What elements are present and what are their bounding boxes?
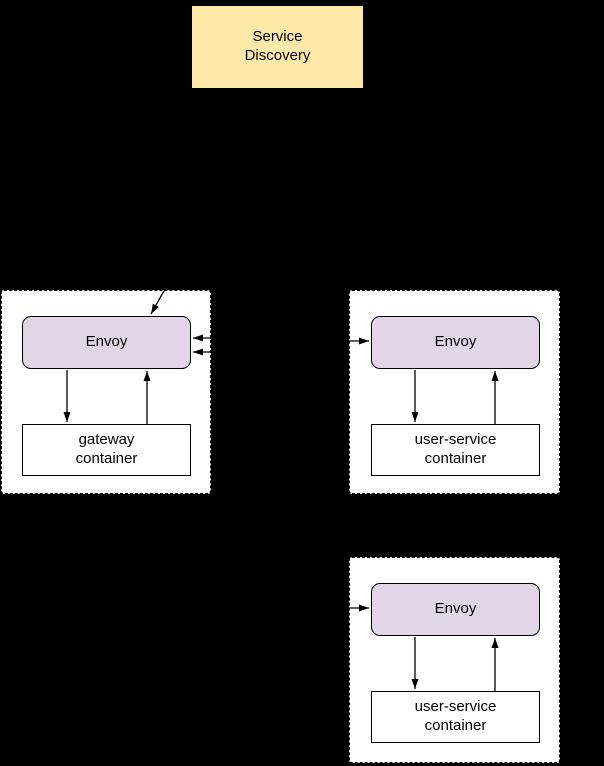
user-service-1-container-node: user-service container xyxy=(371,424,540,476)
service-discovery-label: Service Discovery xyxy=(244,28,311,64)
user-service-2-envoy-label: Envoy xyxy=(434,600,477,618)
user-service-2-container-node: user-service container xyxy=(371,691,540,743)
gateway-container-label: gateway container xyxy=(75,431,138,467)
gateway-envoy-node: Envoy xyxy=(22,316,191,369)
service-discovery-node: Service Discovery xyxy=(191,5,364,89)
user-service-2-envoy-node: Envoy xyxy=(371,583,540,636)
gateway-envoy-label: Envoy xyxy=(85,333,128,351)
user-service-1-envoy-label: Envoy xyxy=(434,333,477,351)
edge-discovery-to-gateway-envoy xyxy=(150,89,278,315)
gateway-container-node: gateway container xyxy=(22,424,191,476)
user-service-2-container-label: user-service container xyxy=(414,698,497,734)
user-service-1-envoy-node: Envoy xyxy=(371,316,540,369)
user-service-1-container-label: user-service container xyxy=(414,431,497,467)
